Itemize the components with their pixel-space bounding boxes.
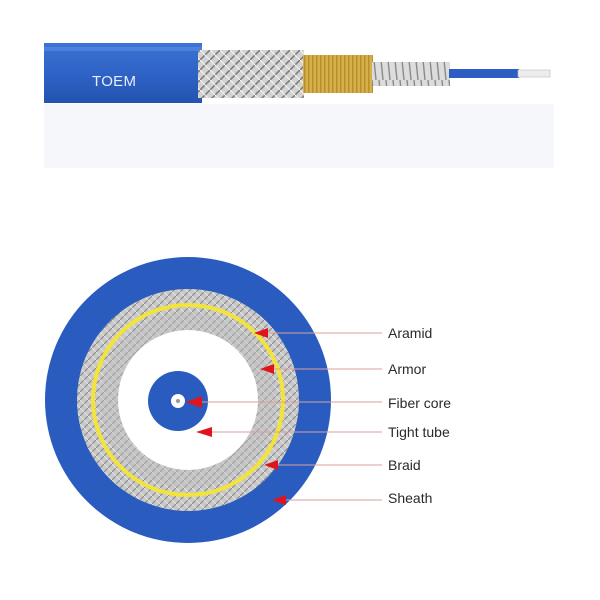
side-armor: [372, 62, 450, 86]
arrow-sheath: [272, 495, 286, 505]
label-sheath: Sheath: [388, 490, 433, 506]
pointers: [198, 332, 382, 501]
arrow-aramid: [254, 328, 268, 338]
arrow-fiber-core: [186, 396, 202, 408]
side-sheath: [44, 43, 202, 103]
side-fiber-tip: [517, 69, 551, 78]
arrow-armor: [260, 364, 274, 374]
brand-label: TOEM: [92, 73, 137, 90]
side-aramid: [303, 55, 373, 93]
arrow-braid: [264, 460, 278, 470]
label-armor: Armor: [388, 361, 427, 377]
side-braid: [198, 50, 304, 98]
label-braid: Braid: [388, 457, 421, 473]
label-aramid: Aramid: [388, 325, 433, 341]
label-tight-tube: Tight tube: [388, 424, 450, 440]
arrow-tight-tube: [196, 427, 212, 437]
cable-side-view: [44, 43, 554, 168]
fiber-core-center: [176, 399, 180, 403]
cross-section: [45, 257, 331, 543]
aramid-ring: [91, 303, 285, 497]
label-fiber-core: Fiber core: [388, 395, 452, 411]
side-shadow: [44, 104, 554, 168]
side-tight-tube: [449, 69, 519, 78]
pointer-arrows: [186, 328, 286, 505]
side-sheath-highlight: [44, 47, 202, 51]
